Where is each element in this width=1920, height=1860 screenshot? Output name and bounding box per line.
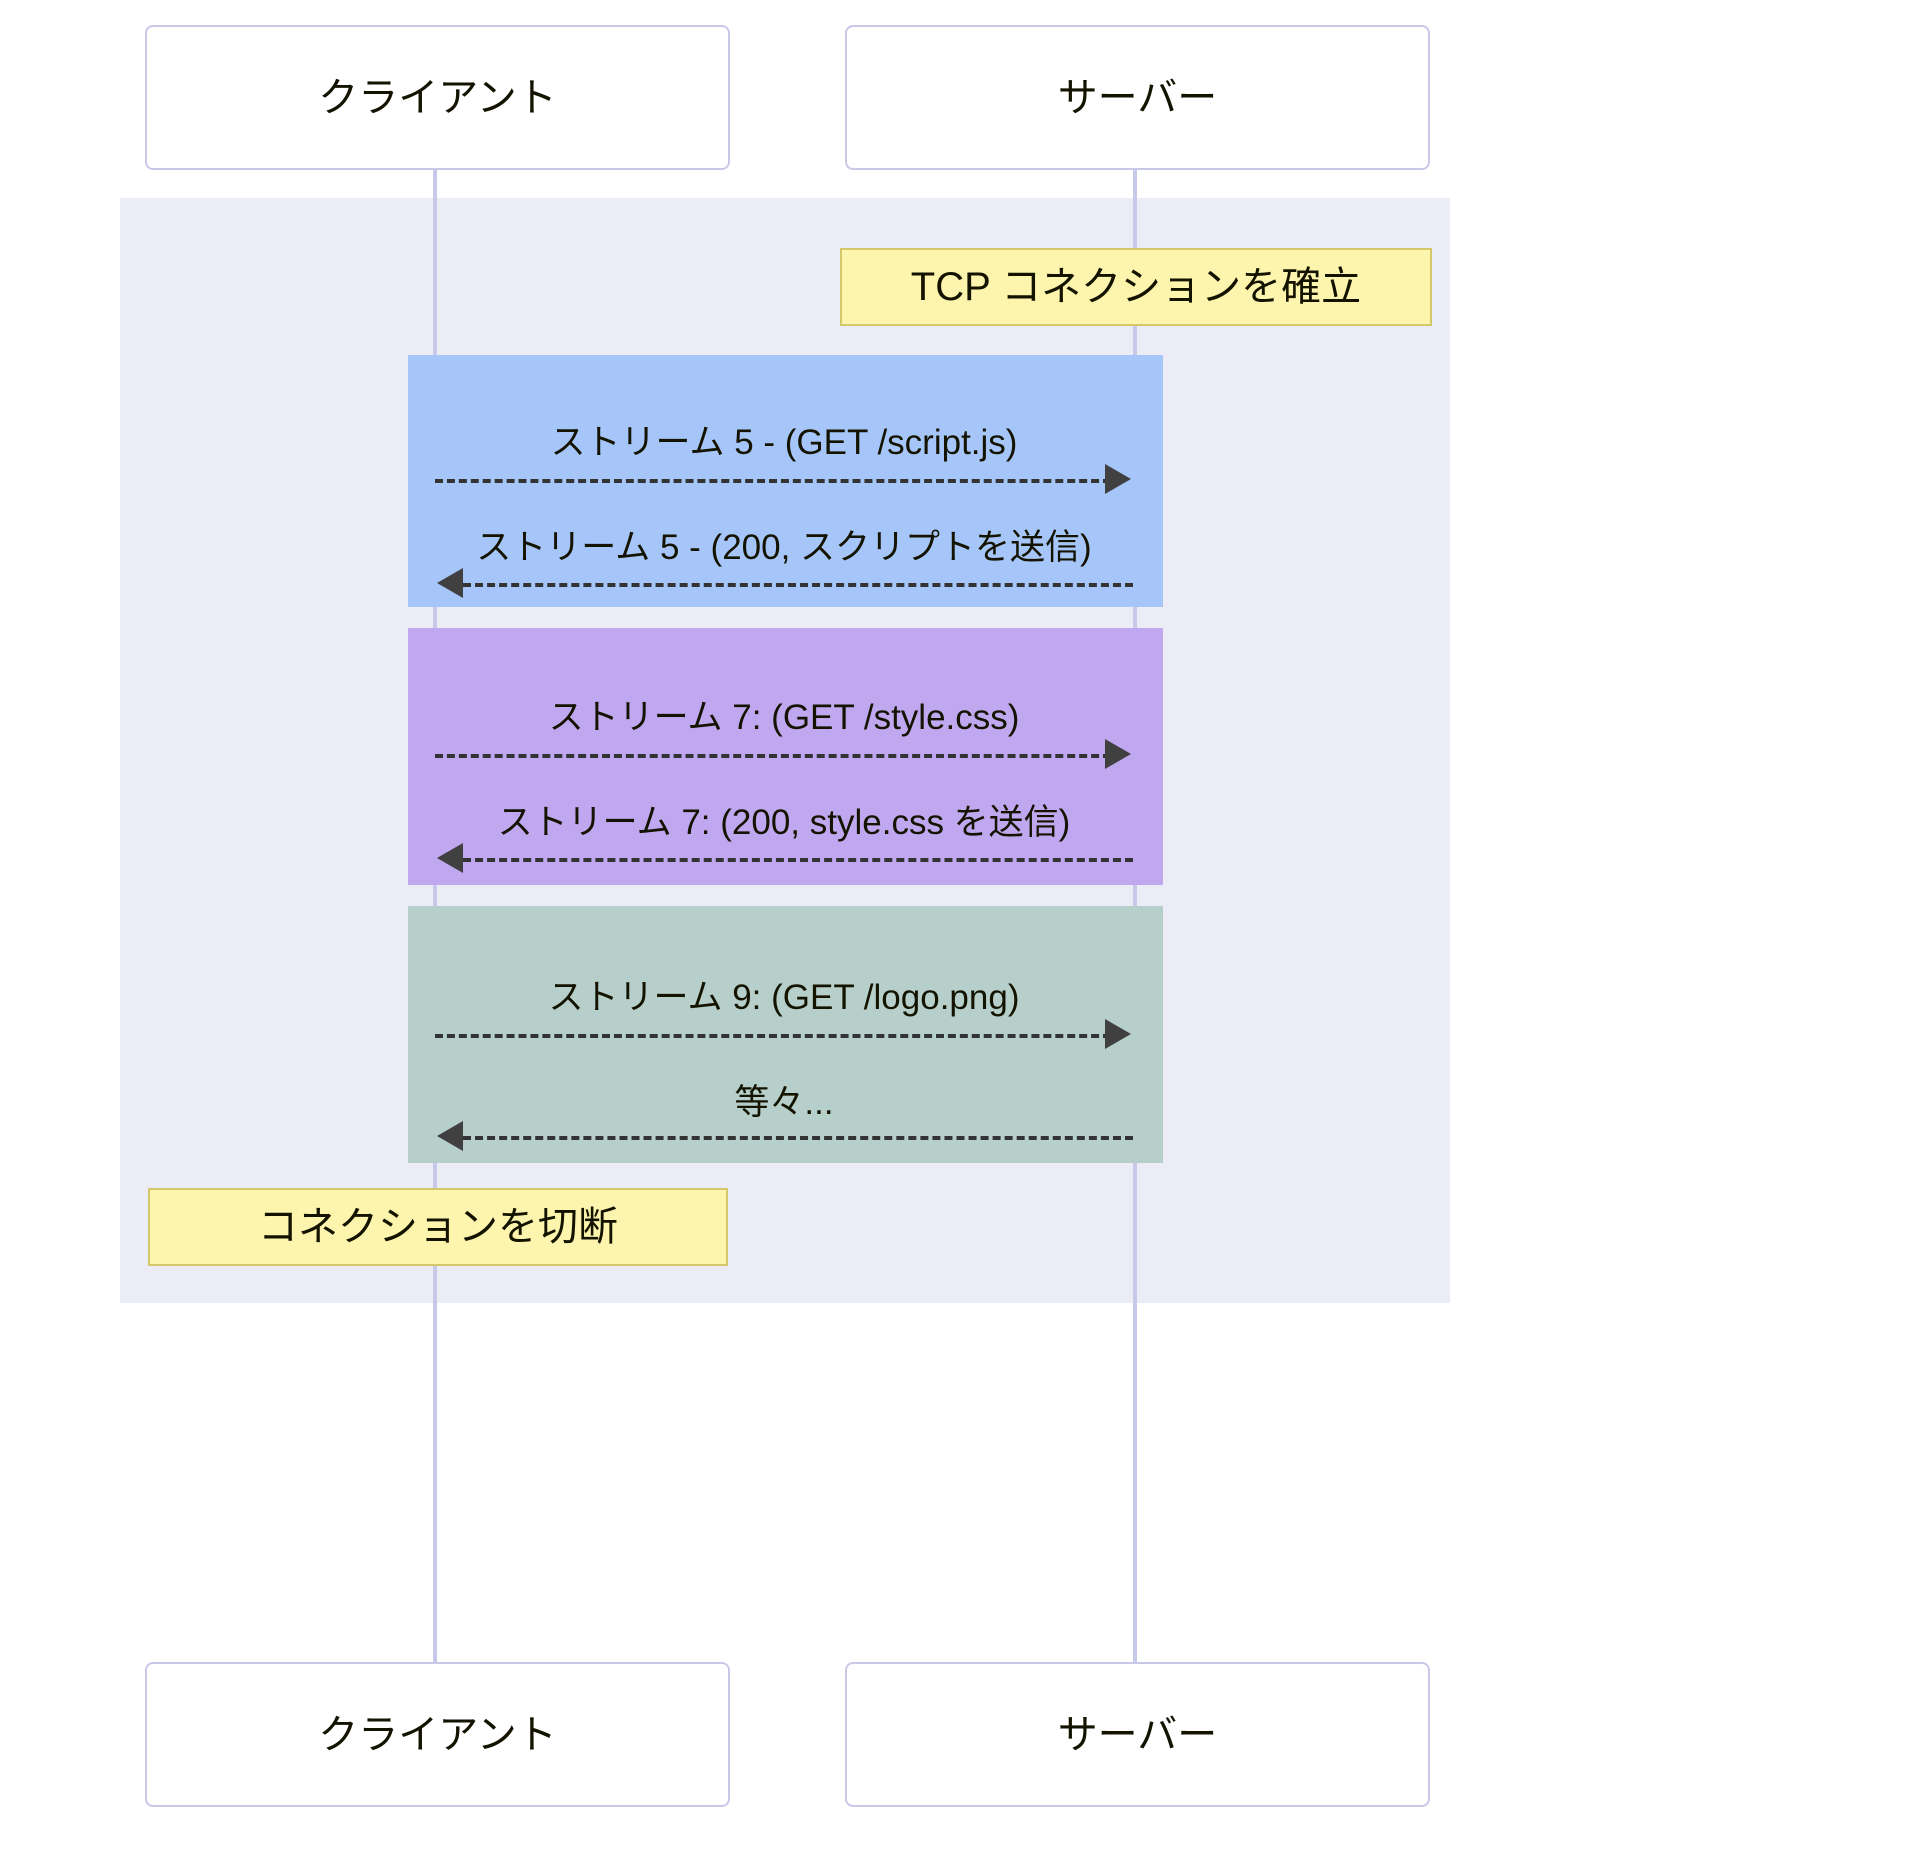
participant-client-top-label: クライアント: [318, 75, 557, 120]
message-line-m4: [463, 858, 1133, 862]
message-line-m3: [435, 754, 1111, 758]
note-establish-connection-label: TCP コネクションを確立: [910, 265, 1362, 309]
message-line-m1: [435, 479, 1111, 483]
participant-server-bottom-label: サーバー: [1057, 1712, 1218, 1757]
message-line-m2: [463, 583, 1133, 587]
message-line-m6: [463, 1136, 1133, 1140]
message-label-m3: ストリーム 7: (GET /style.css): [548, 698, 1020, 737]
message-label-m5: ストリーム 9: (GET /logo.png): [548, 978, 1020, 1017]
arrow-left-icon-m2: [437, 568, 463, 598]
note-close-connection-label: コネクションを切断: [258, 1205, 618, 1249]
arrow-left-icon-m6: [437, 1121, 463, 1151]
message-label-m1: ストリーム 5 - (GET /script.js): [550, 423, 1018, 462]
participant-client-bottom[interactable]: クライアント: [145, 1662, 730, 1807]
participant-server-top[interactable]: サーバー: [845, 25, 1430, 170]
message-label-m4: ストリーム 7: (200, style.css を送信): [497, 803, 1071, 842]
participant-client-bottom-label: クライアント: [318, 1712, 557, 1757]
arrow-left-icon-m4: [437, 843, 463, 873]
message-line-m5: [435, 1034, 1111, 1038]
message-label-m6: 等々...: [734, 1083, 834, 1122]
note-establish-connection: TCP コネクションを確立: [840, 248, 1432, 326]
arrow-right-icon-m3: [1105, 739, 1131, 769]
arrow-right-icon-m5: [1105, 1019, 1131, 1049]
arrow-right-icon-m1: [1105, 464, 1131, 494]
message-label-m2: ストリーム 5 - (200, スクリプトを送信): [476, 528, 1092, 567]
participant-client-top[interactable]: クライアント: [145, 25, 730, 170]
note-close-connection: コネクションを切断: [148, 1188, 728, 1266]
participant-server-top-label: サーバー: [1057, 75, 1218, 120]
participant-server-bottom[interactable]: サーバー: [845, 1662, 1430, 1807]
